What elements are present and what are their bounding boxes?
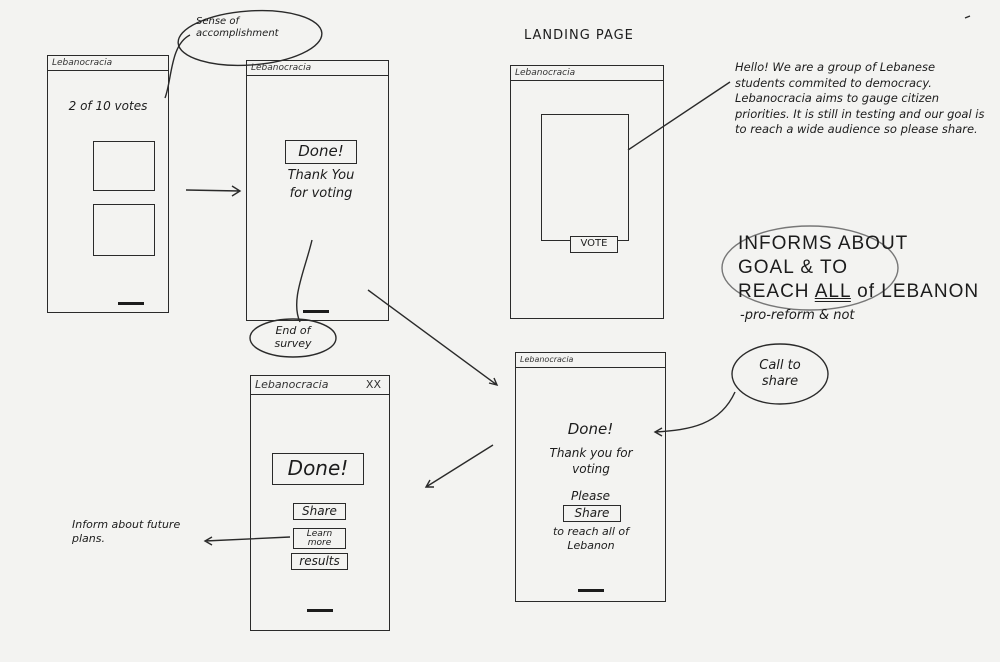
goal-circle (721, 225, 899, 311)
please-label: Please (571, 489, 610, 503)
app-title-bar: Lebanocracia XX (251, 376, 389, 395)
done-label: Done! (272, 453, 364, 485)
end-survey-pointer (296, 239, 313, 323)
arrow-to-future-plans (203, 536, 291, 546)
goal-text: REACH (738, 281, 815, 302)
app-title: Lebanocracia (511, 66, 663, 81)
thanks-message: Thank You for voting (287, 168, 355, 201)
goal-line-4: -pro-reform & not (740, 308, 855, 323)
reach-message: to reach all of Lebanon (552, 525, 630, 552)
call-to-share-bubble (731, 343, 829, 405)
end-survey-bubble (249, 318, 337, 358)
landing-heading: LANDING PAGE (524, 28, 634, 43)
accomplishment-bubble (177, 9, 323, 67)
app-title: Lebanocracia (48, 56, 168, 71)
option-card[interactable] (93, 141, 155, 191)
goal-line-3: REACH ALL of LEBANON (738, 280, 979, 304)
future-plans-note: Inform about future plans. (72, 518, 181, 545)
option-card[interactable] (93, 204, 155, 256)
wireframe-final-screen: Lebanocracia XX Done! Share Learn more r… (250, 375, 390, 631)
done-label: Done! (285, 140, 357, 164)
wireframe-share-screen: Lebanocracia Done! Thank you for voting … (515, 352, 666, 602)
home-indicator (303, 310, 329, 313)
arrow-2-to-4 (367, 289, 499, 387)
app-title: Lebanocracia (516, 353, 665, 368)
home-indicator (118, 302, 144, 305)
landing-note: Hello! We are a group of Lebanese studen… (735, 60, 985, 136)
learn-more-button[interactable]: Learn more (293, 528, 346, 549)
arrow-4-to-5 (424, 444, 494, 488)
accomplishment-note: Sense of accomplishment (196, 16, 279, 39)
call-to-share-note: Call to share (759, 358, 801, 389)
wireframe-thanks-screen: Lebanocracia Done! Thank You for voting (246, 60, 389, 321)
share-button[interactable]: Share (293, 503, 346, 520)
call-to-share-pointer (653, 391, 736, 437)
app-title: Lebanocracia (247, 61, 388, 76)
window-controls-icon[interactable]: XX (365, 378, 381, 391)
accomplishment-pointer (164, 34, 191, 99)
goal-emphasis: ALL (814, 281, 851, 302)
wireframe-landing-screen: Lebanocracia VOTE (510, 65, 664, 319)
end-survey-note: End of survey (274, 324, 312, 350)
goal-line-1: INFORMS ABOUT (738, 233, 909, 254)
wireframe-progress-screen: Lebanocracia 2 of 10 votes (47, 55, 169, 313)
home-indicator (307, 609, 333, 612)
done-label: Done! (567, 420, 614, 438)
progress-text: 2 of 10 votes (68, 99, 148, 113)
app-title: Lebanocracia (255, 378, 329, 391)
landing-note-pointer (627, 81, 731, 151)
arrow-1-to-2 (185, 185, 242, 197)
results-button[interactable]: results (291, 553, 348, 570)
intro-card (541, 114, 629, 241)
vote-button[interactable]: VOTE (570, 236, 618, 253)
goal-line-2: GOAL & TO (738, 257, 849, 278)
home-indicator (578, 589, 604, 592)
share-button[interactable]: Share (563, 505, 621, 522)
thanks-message: Thank you for voting (549, 446, 633, 476)
goal-text: of LEBANON (850, 281, 980, 302)
